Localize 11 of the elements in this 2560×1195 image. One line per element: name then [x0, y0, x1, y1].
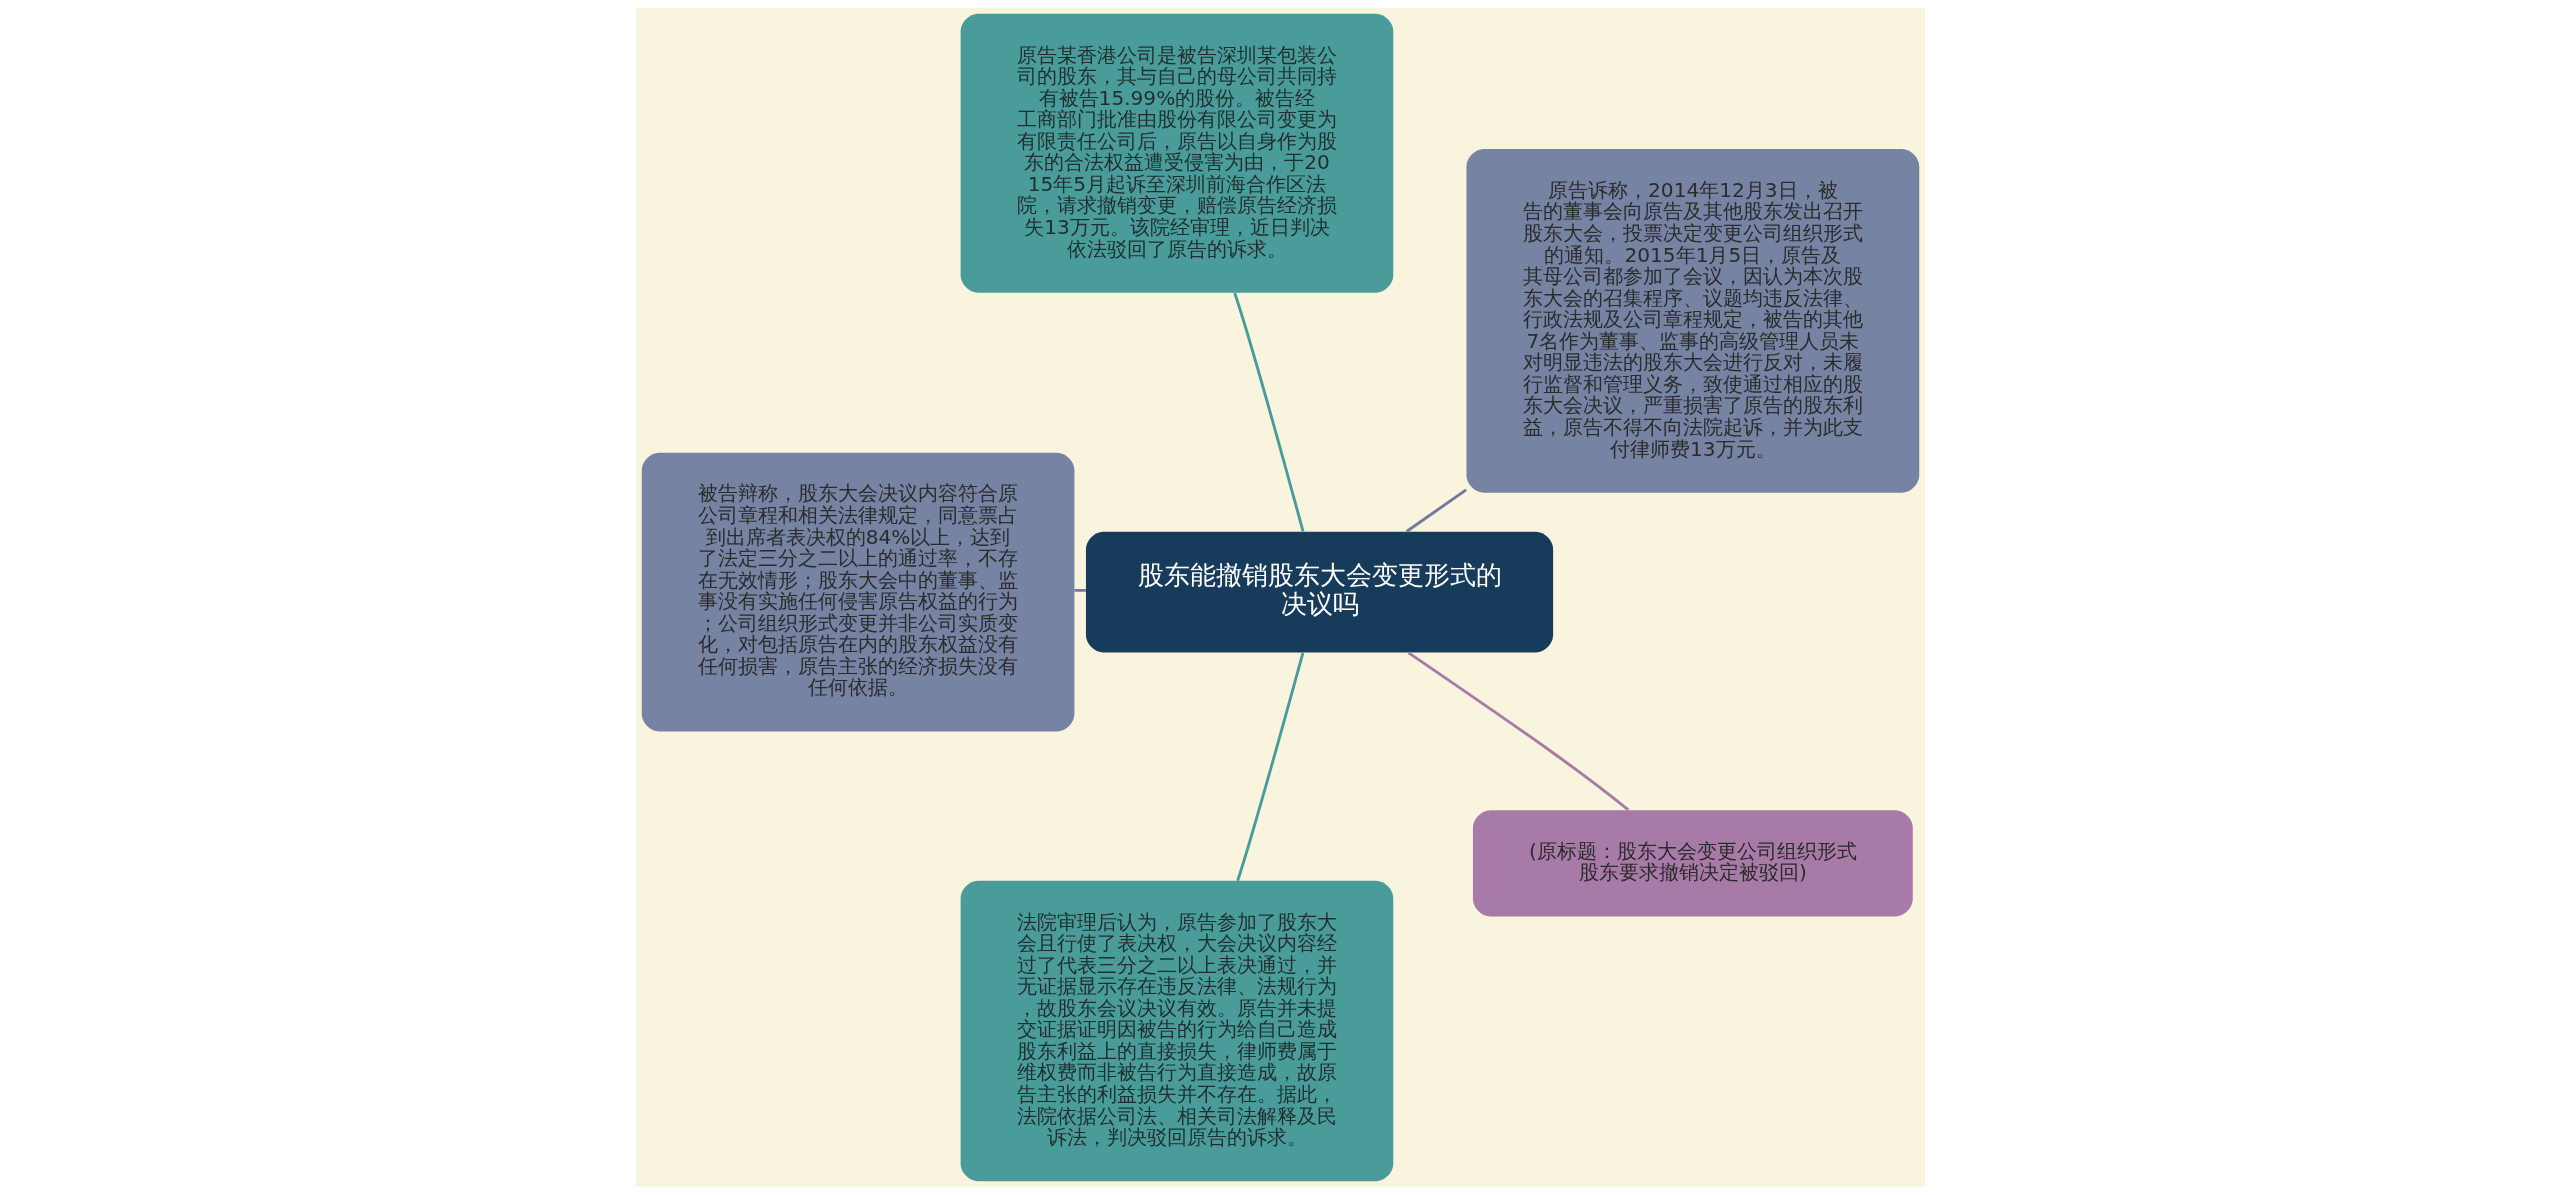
connector [1235, 652, 1304, 882]
connector [1232, 292, 1304, 532]
connector [1407, 651, 1629, 811]
node-box: 被告辩称，股东大会决议内容符合原公司章程和相关法律规定，同意票占到出席者表决权的84%以上，达到了法定三分之二以上的通过率，不存在无效情形；股东大会中的董事、监事没有实施任何侵害原告权益的行为；公司组织形式变更并非公司实质变化，对包括原告在内的股东权益没有任何损害，原告主张的经济损失没有任何依据。 [641, 452, 1074, 732]
node-box: 原告诉称，2014年12月3日，被告的董事会向原告及其他股东发出召开股东大会，投票决定变更公司组织形式的通知。2015年1月5日，原告及其母公司都参加了会议，因认为本次股东大会的召集程序、议题均违反法律、行政法规及公司章程规定，被告的其他7名作为董事、监事的高级管理人员未对明显违法的股东大会进行反对，未履行监督和管理义务，致使通过相应的股东大会决议，严重损害了原告的股东利益，原告不得不向法院起诉，并为此支付律师费13万元。 [1465, 149, 1919, 493]
node-box: 股东能撤销股东大会变更形式的决议吗 [1085, 531, 1553, 653]
node-box: 法院审理后认为，原告参加了股东大会且行使了表决权，大会决议内容经过了代表三分之二以上表决通过，并无证据显示存在违反法律、法规行为，故股东会议决议有效。原告并未提交证据证明因被告的行为给自己造成股东利益上的直接损失，律师费属于维权费而非被告行为直接造成，故原告主张的利益损失并不存在。据此，法院依据公司法、相关司法解释及民诉法，判决驳回原告的诉求。 [960, 880, 1393, 1182]
connector [1074, 588, 1086, 592]
node-box: 原告某香港公司是被告深圳某包装公司的股东，其与自己的母公司共同持有被告15.99%的股份。被告经工商部门批准由股份有限公司变更为有限责任公司后，原告以自身作为股东的合法权益遭受侵害为由，于2015年5月起诉至深圳前海合作区法院，请求撤销变更，赔偿原告经济损失13万元。该院经审理，近日判决依法驳回了原告的诉求。 [960, 13, 1393, 293]
connector [1405, 488, 1467, 533]
node-box: (原标题：股东大会变更公司组织形式股东要求撤销决定被驳回) [1472, 810, 1913, 917]
